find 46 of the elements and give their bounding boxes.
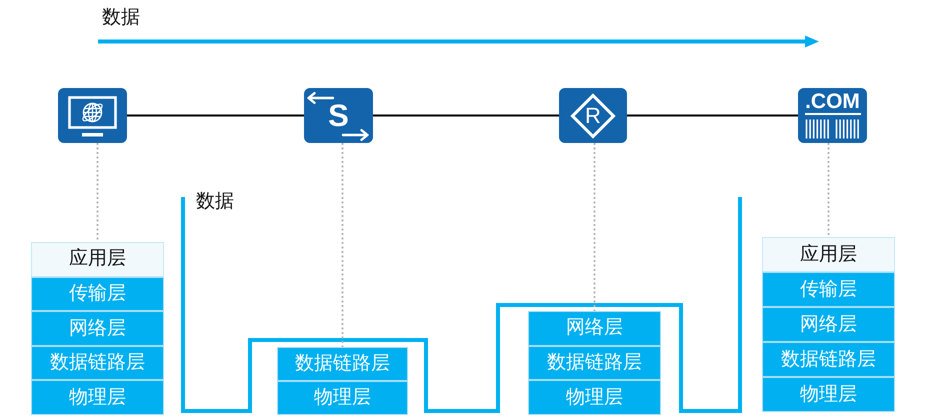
layer-label: 物理层 [69,386,126,409]
layer-box [762,272,895,307]
layer-label: 数据链路层 [50,352,145,374]
dotted-line [342,143,344,347]
layer-box [31,346,164,380]
flow-label: 数据 [102,7,140,29]
device-tile [798,88,867,143]
layer-label: 物理层 [800,384,857,406]
device-letter: S [328,99,349,130]
layer-box [762,237,895,272]
layer-label: 应用层 [69,248,126,270]
device-tile [304,88,373,143]
layer-label: 网络层 [69,318,126,340]
layer-box [528,311,661,346]
layer-label: 网络层 [566,317,623,340]
layer-box [762,342,895,377]
layer-box [31,276,164,312]
device-letter: .COM [805,91,860,112]
layer-label: 数据链路层 [547,352,642,374]
device-tile [559,88,627,143]
layer-label: 应用层 [800,244,857,266]
layer-label: 传输层 [69,282,126,305]
layer-box [528,380,661,415]
layer-box [277,381,408,415]
dotted-line [828,143,830,237]
dotted-line [594,143,596,311]
link-line [127,114,304,116]
flow-label: 数据 [196,191,234,213]
layer-label: 网络层 [800,314,857,336]
layer-box [762,307,895,342]
link-line [627,114,798,116]
layer-label: 数据链路层 [781,348,876,370]
layer-box [31,380,164,415]
device-letter: R [570,92,616,138]
layer-box [31,311,164,346]
device-tile [58,88,127,143]
layer-box [277,347,408,381]
layer-label: 物理层 [314,387,371,409]
link-line [373,114,559,116]
dotted-line [96,143,98,242]
layer-box [31,242,164,277]
layer-label: 数据链路层 [295,353,390,375]
layer-box [762,377,895,412]
layer-box [528,346,661,380]
layer-label: 物理层 [566,386,623,408]
layer-label: 传输层 [800,278,857,300]
